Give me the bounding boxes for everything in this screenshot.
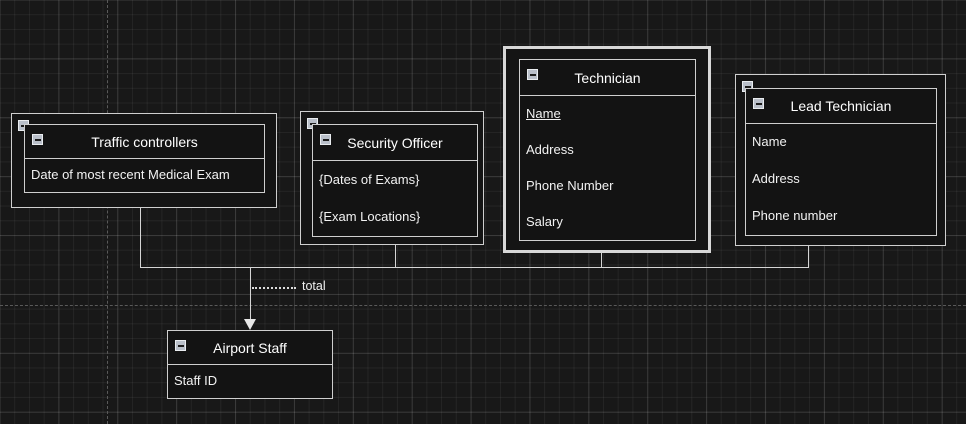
entity-technician[interactable]: Technician Name Address Phone Number Sal… (519, 59, 696, 241)
collapse-icon[interactable] (527, 69, 538, 80)
attribute-row-primary-key: Name (526, 105, 561, 121)
connector-drop-technician[interactable] (601, 253, 602, 268)
connector-drop-lead-technician[interactable] (808, 246, 809, 268)
connector-arrowhead-icon (244, 319, 256, 330)
entity-title-text: Technician (574, 69, 641, 86)
attribute-row: {Exam Locations} (319, 209, 421, 225)
attribute-list-airport-staff: Staff ID (168, 365, 332, 398)
attribute-row: Address (752, 171, 800, 187)
entity-title-text: Lead Technician (790, 98, 892, 114)
page-break-guide-vertical (107, 0, 108, 424)
connector-drop-security-officer[interactable] (395, 244, 396, 268)
collapse-icon[interactable] (320, 134, 331, 145)
attribute-list-lead-technician: Name Address Phone number (746, 124, 936, 235)
entity-title-traffic-controllers: Traffic controllers (25, 125, 264, 159)
collapse-icon[interactable] (753, 98, 764, 109)
attribute-row: Address (526, 141, 574, 157)
connector-stem-airport-staff[interactable] (250, 267, 251, 325)
entity-security-officer[interactable]: Security Officer {Dates of Exams} {Exam … (312, 124, 478, 237)
participation-label: total (302, 279, 326, 293)
attribute-row: Phone Number (526, 177, 614, 193)
attribute-row: Name (752, 134, 787, 150)
page-break-guide-horizontal (0, 305, 966, 306)
entity-lead-technician[interactable]: Lead Technician Name Address Phone numbe… (745, 88, 937, 236)
entity-title-lead-technician: Lead Technician (746, 89, 936, 124)
connector-bus[interactable] (140, 267, 809, 268)
entity-title-technician: Technician (520, 60, 695, 96)
entity-title-text: Security Officer (347, 134, 443, 151)
participation-dotted-line (252, 287, 296, 289)
attribute-row: Phone number (752, 208, 838, 224)
attribute-row: Salary (526, 213, 563, 229)
entity-title-text: Traffic controllers (91, 133, 198, 150)
entity-traffic-controllers[interactable]: Traffic controllers Date of most recent … (24, 124, 265, 193)
attribute-row: Staff ID (174, 373, 218, 389)
attribute-list-security-officer: {Dates of Exams} {Exam Locations} (313, 161, 477, 236)
connector-drop-traffic-controllers[interactable] (140, 207, 141, 268)
attribute-row: Date of most recent Medical Exam (31, 167, 230, 183)
entity-airport-staff[interactable]: Airport Staff Staff ID (167, 330, 333, 399)
entity-title-text: Airport Staff (213, 339, 287, 356)
entity-title-security-officer: Security Officer (313, 125, 477, 161)
attribute-list-technician: Name Address Phone Number Salary (520, 96, 695, 240)
attribute-list-traffic-controllers: Date of most recent Medical Exam (25, 159, 264, 192)
entity-title-airport-staff: Airport Staff (168, 331, 332, 365)
collapse-icon[interactable] (175, 340, 186, 351)
collapse-icon[interactable] (32, 134, 43, 145)
attribute-row: {Dates of Exams} (319, 171, 420, 187)
